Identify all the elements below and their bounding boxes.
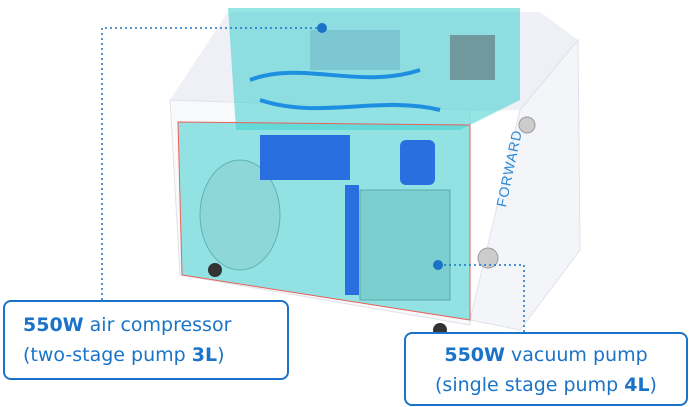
vacuum-type: (single stage pump	[435, 374, 625, 396]
gauge-icon	[518, 116, 536, 134]
paren-close: )	[217, 344, 225, 366]
compressor-callout-line	[101, 27, 322, 300]
vacuum-capacity: 4L	[624, 374, 650, 396]
vacuum-callout-line	[438, 264, 525, 332]
compressor-capacity: 3L	[191, 344, 218, 366]
pump-block	[359, 189, 451, 301]
gauge-icon	[477, 247, 499, 269]
air-compressor-label: 550W air compressor (two-stage pump 3L)	[3, 300, 289, 380]
vacuum-marker-dot	[433, 260, 443, 270]
compressor-fins	[450, 35, 495, 80]
coupling	[345, 185, 359, 295]
hoses	[249, 68, 441, 112]
motor-cover	[260, 135, 350, 180]
paren-close: )	[649, 374, 657, 396]
compressor-name: air compressor	[83, 314, 232, 336]
compressor-power: 550W	[23, 314, 84, 336]
vacuum-pump-label: 550W vacuum pump (single stage pump 4L)	[404, 332, 688, 406]
wheel	[208, 263, 222, 277]
oil-cap	[400, 140, 435, 185]
motor	[199, 159, 281, 271]
compressor-marker-dot	[317, 23, 327, 33]
compressor-type: (two-stage pump	[23, 344, 192, 366]
compressor-head	[310, 30, 400, 70]
vacuum-name: vacuum pump	[504, 344, 648, 366]
vacuum-power: 550W	[444, 344, 505, 366]
